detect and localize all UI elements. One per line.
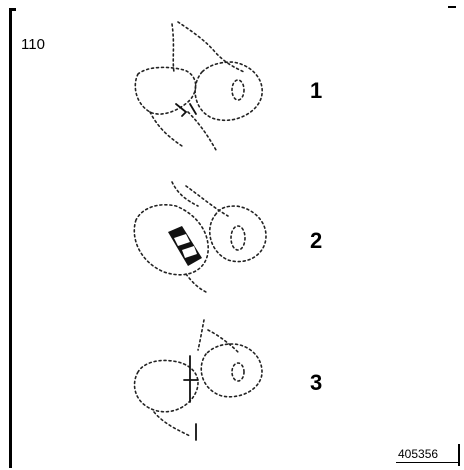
frame-top-tick: [9, 8, 16, 11]
step-label-2: 2: [310, 228, 323, 253]
step-1-illustration: [134, 21, 263, 151]
reference-code: 405356: [398, 447, 439, 461]
frame-left-bar: [9, 8, 12, 468]
frame-top-right-tick: [448, 6, 456, 8]
reference-underline: [396, 462, 458, 463]
step-label-3: 3: [310, 370, 323, 395]
step-3-illustration: [133, 319, 263, 441]
step-2-illustration: [133, 181, 267, 293]
reference-bracket: [458, 444, 460, 466]
step-label-1: 1: [310, 78, 323, 103]
figure-number: 110: [21, 36, 45, 53]
